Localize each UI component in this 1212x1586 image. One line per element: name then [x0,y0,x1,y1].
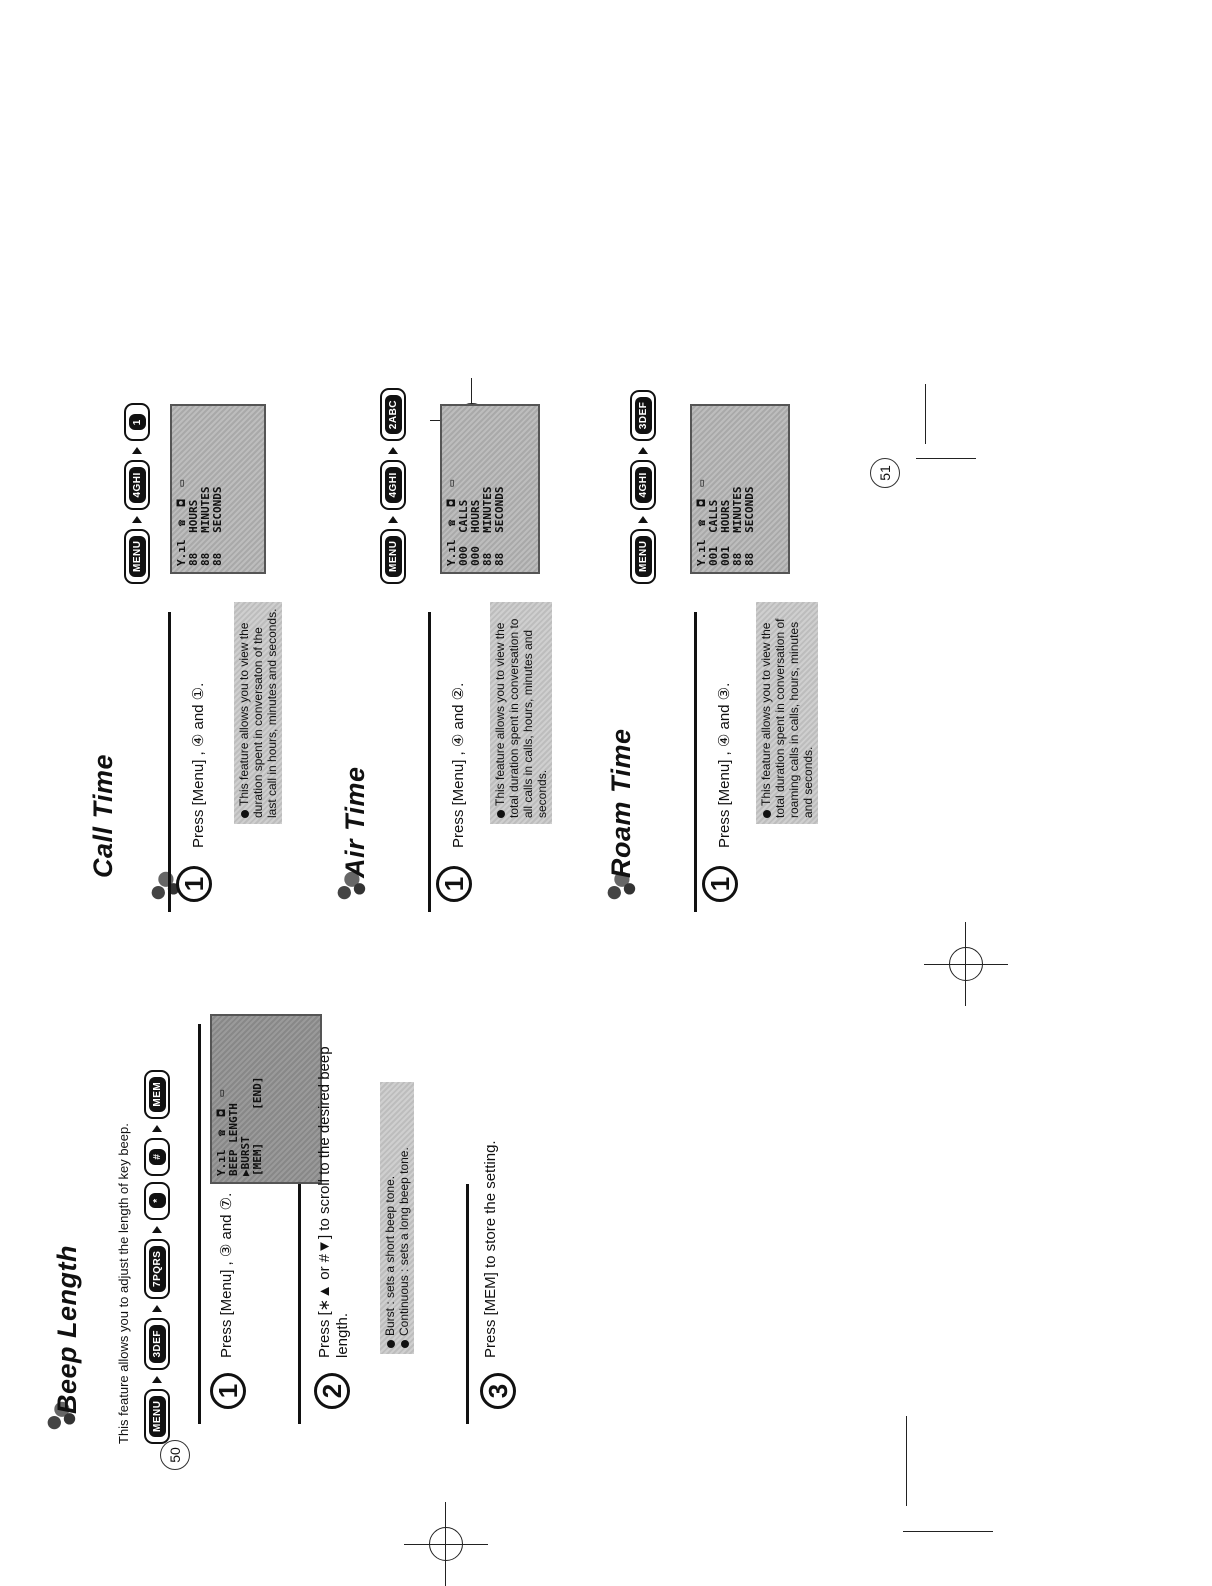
page-number: 50 [160,1440,190,1470]
crop-mark [906,1416,907,1506]
menu-key-icon: MENU [144,1388,170,1444]
divider [466,1184,469,1424]
lcd-line: [MEM] [END] [251,1076,264,1176]
page-title: Beep Length [52,1244,82,1414]
key-3-icon: 3DEF [144,1317,170,1370]
crop-mark [925,384,926,444]
section-title-call-time: Call Time [88,753,118,878]
divider [694,612,697,912]
decorative-figure-icon [47,1401,76,1430]
menu-key-icon: MENU [630,528,656,584]
divider [198,1024,201,1424]
step-text: Press [Menu] , ④ and ③. [716,682,733,848]
step-number: 1 [702,866,738,902]
arrow-icon [132,515,142,523]
decorative-figure-icon [337,871,366,900]
bullet-icon [400,1340,409,1348]
lcd-line: 88 SECONDS [211,486,224,566]
divider [428,612,431,912]
key-4-icon: 4GHI [124,460,150,510]
key-4-icon: 4GHI [380,460,406,510]
registration-mark-left [426,1524,466,1564]
menu-key-icon: MENU [124,528,150,584]
arrow-icon [152,1225,162,1233]
divider [298,1184,301,1424]
page-number: 51 [870,458,900,488]
bullet-icon [496,810,505,818]
key-sequence: MENU 4GHI 2ABC [380,387,406,584]
key-4-icon: 4GHI [630,460,656,510]
section-title-roam-time: Roam Time [606,728,636,878]
mem-key-icon: MEM [144,1069,170,1119]
key-star-icon: * [144,1181,170,1220]
step-text: Press [Menu] , ④ and ②. [450,682,467,848]
key-1-icon: 1 [124,403,150,442]
step-number: 2 [314,1373,350,1409]
arrow-icon [388,515,398,523]
step-text: Press [∗▲ or #▼] to scroll to the desire… [316,1046,351,1358]
intro-text: This feature allows you to adjust the le… [116,1123,131,1444]
arrow-icon [132,447,142,455]
menu-key-icon: MENU [380,528,406,584]
section-title-air-time: Air Time [340,766,370,878]
note-item: Burst : sets a short beep tone. [383,1088,397,1348]
note-box: Burst : sets a short beep tone. Continuo… [380,1082,414,1354]
registration-mark-center [946,944,986,984]
crop-mark [903,1531,993,1532]
divider [168,612,171,912]
lcd-line: 88 SECONDS [493,486,506,566]
arrow-icon [152,1375,162,1383]
arrow-icon [638,515,648,523]
key-sequence: MENU 3DEF 7PQRS * # MEM [144,1069,170,1444]
key-2-icon: 2ABC [380,387,406,442]
step-number: 1 [210,1373,246,1409]
step-number: 1 [176,866,212,902]
note-box: This feature allows you to view the dura… [234,602,282,824]
key-3-icon: 3DEF [630,389,656,442]
key-sequence: MENU 4GHI 1 [124,403,150,584]
lcd-display: Y.ıl ☎ ◘ ▭ 001 CALLS 001 HOURS 88 MINUTE… [690,404,790,574]
lcd-display: Y.ıl ☎ ◘ ▭ 000 CALLS 000 HOURS 88 MINUTE… [440,404,540,574]
step-number: 1 [436,866,472,902]
crop-mark [916,458,976,459]
step-number: 3 [480,1373,516,1409]
key-hash-icon: # [144,1137,170,1176]
lcd-line: 88 SECONDS [743,486,756,566]
bullet-icon [386,1340,395,1348]
step-text: Press [MEM] to store the setting. [482,1140,499,1358]
key-7-icon: 7PQRS [144,1238,170,1299]
arrow-icon [152,1304,162,1312]
note-box: This feature allows you to view the tota… [756,602,818,824]
bullet-icon [762,810,771,818]
arrow-icon [152,1124,162,1132]
decorative-figure-icon [607,871,636,900]
lcd-display: Y.ıl ☎ ◘ ▭ 88 HOURS 88 MINUTES 88 SECOND… [170,404,266,574]
note-box: This feature allows you to view the tota… [490,602,552,824]
step-text: Press [Menu] , ④ and ①. [190,682,207,848]
arrow-icon [388,447,398,455]
arrow-icon [638,447,648,455]
bullet-icon [240,810,249,818]
key-sequence: MENU 4GHI 3DEF [630,389,656,584]
note-item: Continuous : sets a long beep tone. [397,1088,411,1348]
lcd-display: Y.ıl ☎ ◘ ▭ BEEP LENGTH ▶BURST [MEM] [END… [210,1014,322,1184]
